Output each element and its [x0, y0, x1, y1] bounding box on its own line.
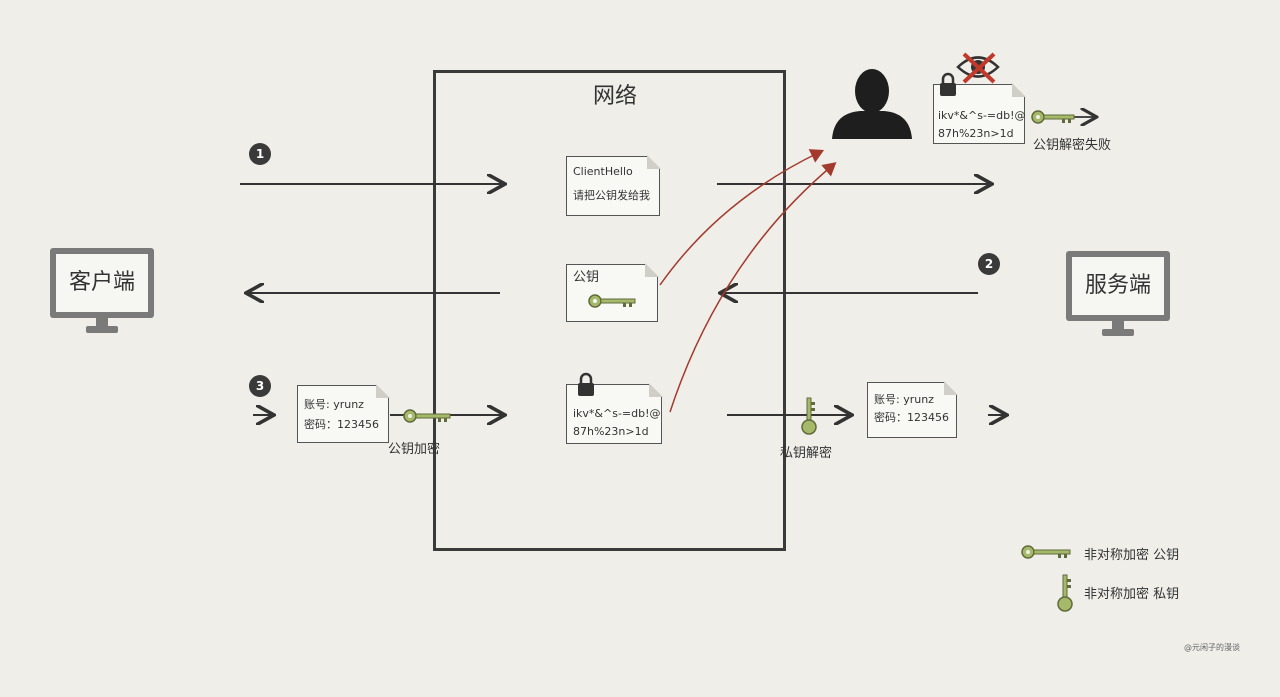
public-key-icon	[588, 294, 636, 308]
server-monitor-neck	[1112, 321, 1124, 329]
arrow-intercept-public-key	[659, 149, 825, 286]
client-monitor-neck	[96, 318, 108, 326]
doc-encrypted: ikv*&^s-=db!@ 87h%23n>1d	[566, 383, 663, 444]
lock-icon	[578, 372, 594, 396]
doc-attacker-encrypted: ikv*&^s-=db!@ 87h%23n>1d	[933, 83, 1026, 144]
doc-account-server-line2: 密码：123456	[874, 411, 949, 424]
server-label: 服务端	[1072, 257, 1164, 315]
step-2-badge: 2	[978, 253, 1000, 275]
legend-public-key-icon	[1021, 545, 1071, 559]
label-public-decrypt-fail: 公钥解密失败	[1033, 138, 1112, 153]
doc-public-key: 公钥	[566, 263, 659, 322]
server-monitor-base	[1102, 329, 1134, 336]
step-3-badge: 3	[249, 375, 271, 397]
client-monitor-base	[86, 326, 118, 333]
legend-private-key-label: 非对称加密 私钥	[1084, 587, 1180, 602]
attacker-lock-icon	[940, 72, 956, 96]
doc-public-key-label: 公钥	[573, 270, 600, 285]
doc-client-hello-line1: ClientHello	[573, 165, 633, 178]
server-monitor: 服务端	[1066, 251, 1170, 321]
label-private-decrypt: 私钥解密	[780, 446, 833, 461]
doc-attacker-encrypted-line1: ikv*&^s-=db!@	[938, 109, 1026, 122]
doc-client-hello-line2: 请把公钥发给我	[573, 189, 650, 202]
label-public-encrypt: 公钥加密	[388, 442, 441, 457]
doc-account-client: 账号: yrunz 密码：123456	[297, 384, 390, 443]
network-title: 网络	[592, 84, 637, 109]
attacker-public-key-icon	[1031, 110, 1075, 124]
legend-private-key-icon	[1057, 574, 1073, 612]
doc-account-client-line1: 账号: yrunz	[304, 398, 364, 411]
network-box	[433, 70, 786, 551]
legend-public-key-label: 非对称加密 公钥	[1084, 548, 1180, 563]
doc-account-server: 账号: yrunz 密码：123456	[867, 381, 958, 438]
step-1-badge: 1	[249, 143, 271, 165]
arrow-intercept-encrypted	[669, 162, 837, 413]
client-monitor: 客户端	[50, 248, 154, 318]
doc-encrypted-line2: 87h%23n>1d	[573, 425, 649, 438]
doc-account-server-line1: 账号: yrunz	[874, 393, 934, 406]
doc-attacker-encrypted-line2: 87h%23n>1d	[938, 127, 1014, 140]
crossed-eye-icon	[956, 52, 1000, 84]
doc-account-client-line2: 密码：123456	[304, 418, 379, 431]
doc-encrypted-line1: ikv*&^s-=db!@	[573, 407, 661, 420]
watermark: @元闲子的漫谈	[1184, 643, 1240, 652]
attacker-silhouette-icon	[832, 69, 912, 139]
private-key-decrypt-icon	[801, 397, 817, 435]
public-key-encrypt-icon	[403, 409, 451, 423]
doc-client-hello: ClientHello 请把公钥发给我	[566, 155, 661, 216]
client-label: 客户端	[56, 254, 148, 312]
